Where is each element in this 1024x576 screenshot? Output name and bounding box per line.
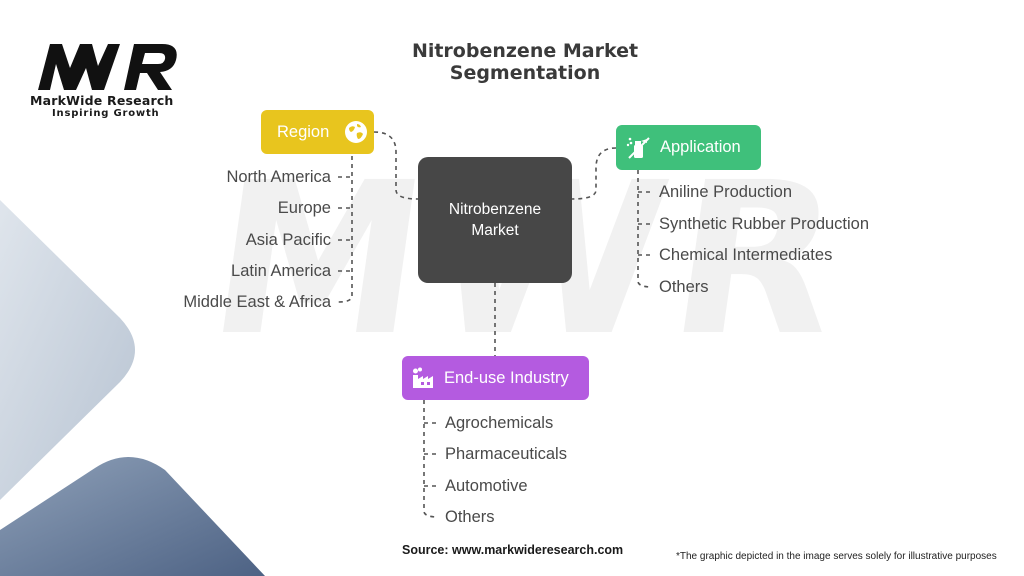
company-logo: MarkWide Research Inspiring Growth (30, 40, 200, 122)
category-application: Application (616, 125, 761, 170)
list-item: Others (445, 508, 495, 526)
connector-region (373, 131, 419, 200)
list-item: Asia Pacific (245, 231, 331, 249)
category-end-use-industry: End-use Industry (402, 356, 589, 400)
list-item: Others (659, 278, 709, 296)
logo-tagline: Inspiring Growth (52, 108, 160, 119)
category-region-label: Region (277, 122, 330, 141)
list-item: Middle East & Africa (183, 293, 331, 311)
page-title: Nitrobenzene Market Segmentation (411, 40, 639, 84)
bracket-application (637, 170, 653, 288)
bracket-end-use (423, 400, 439, 518)
center-node: Nitrobenzene Market (418, 157, 572, 283)
list-item: Automotive (445, 477, 528, 495)
source-note: Source: www.markwideresearch.com (402, 543, 624, 557)
globe-icon (345, 121, 368, 143)
category-end-use-industry-label: End-use Industry (444, 368, 569, 387)
category-region: Region (261, 110, 374, 154)
bracket-region (337, 156, 353, 303)
list-item: Aniline Production (659, 183, 792, 201)
factory-icon (413, 367, 433, 388)
list-item: Pharmaceuticals (445, 445, 567, 463)
background-shape-dark (0, 456, 265, 576)
background-shape-light (0, 200, 135, 500)
connector-application (571, 147, 617, 200)
list-item: North America (226, 168, 331, 186)
center-node-label: Nitrobenzene Market (448, 201, 542, 239)
list-item: Chemical Intermediates (659, 246, 833, 264)
list-item: Agrochemicals (445, 414, 554, 432)
category-application-label: Application (660, 138, 741, 156)
disclaimer-note: *The graphic depicted in the image serve… (676, 551, 997, 562)
logo-mark (38, 44, 177, 90)
spray-bottle-icon (626, 136, 650, 159)
list-item: Latin America (231, 262, 331, 280)
list-item: Synthetic Rubber Production (659, 215, 870, 233)
list-item: Europe (277, 199, 331, 217)
logo-company-name: MarkWide Research (30, 93, 174, 108)
